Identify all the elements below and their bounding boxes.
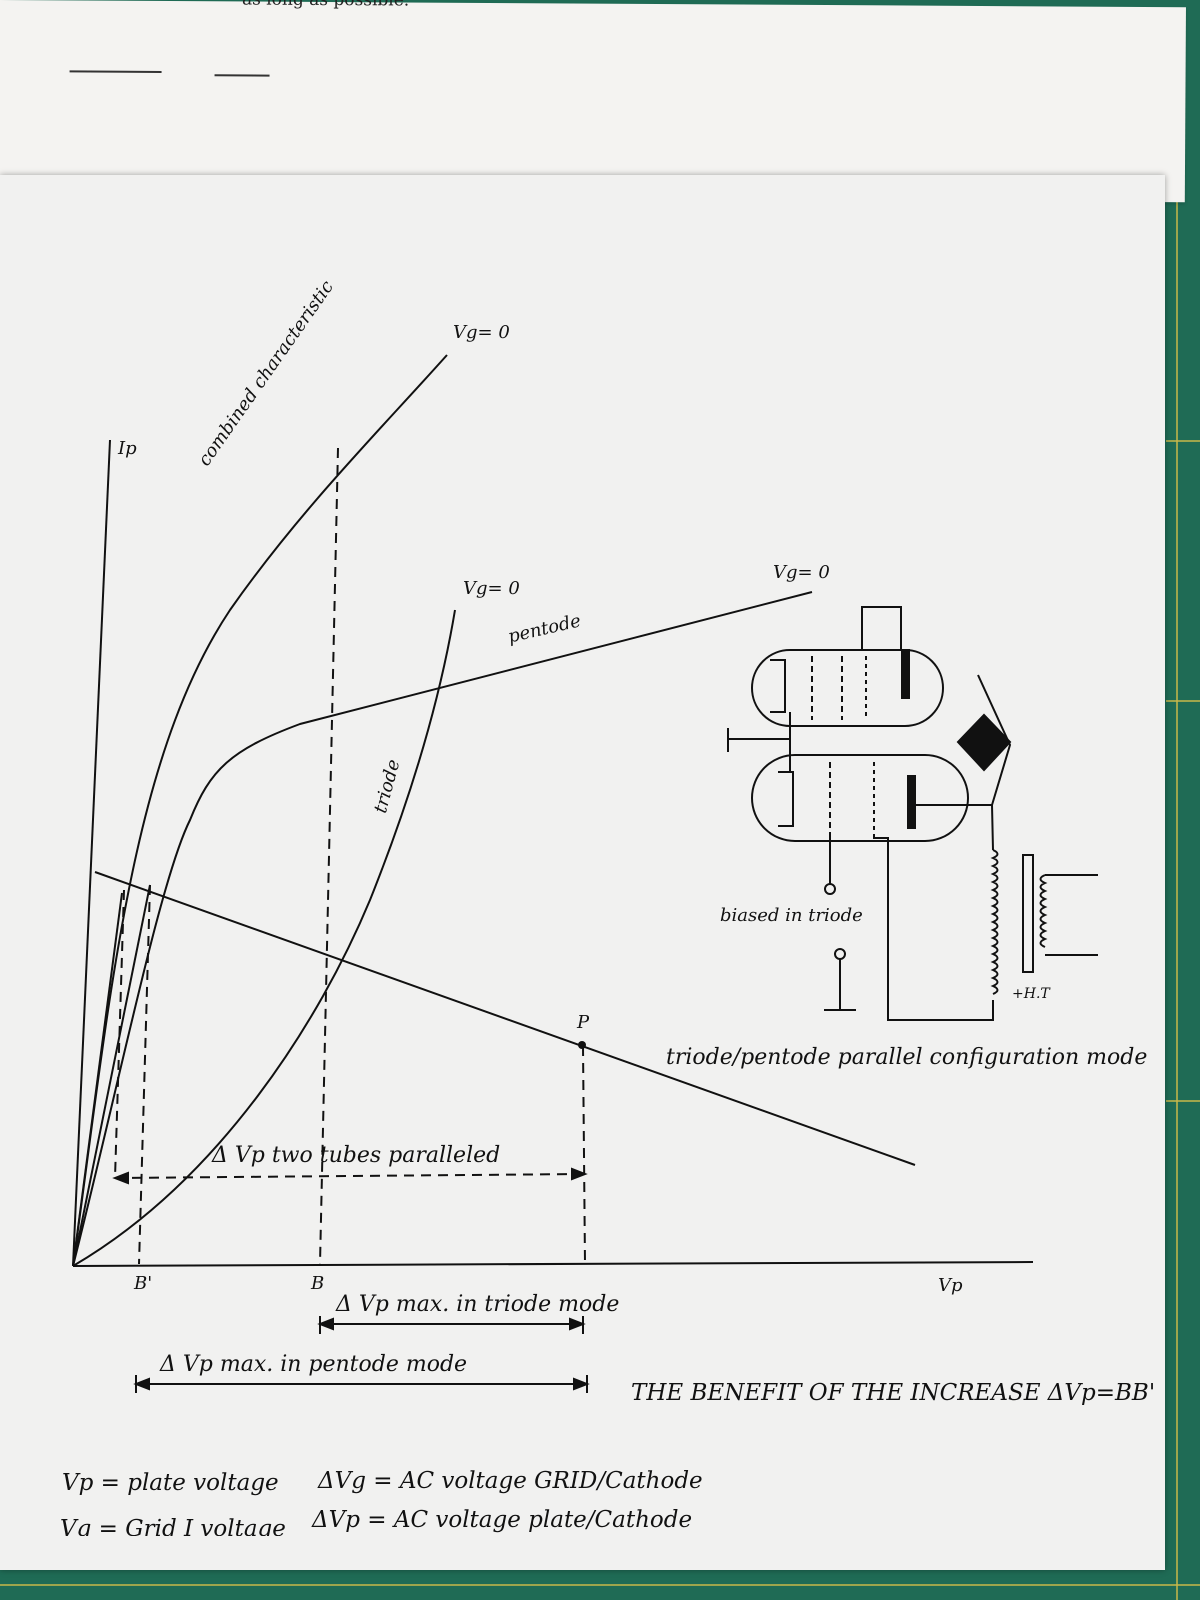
triode-vg-label: Vg= 0: [463, 578, 520, 599]
p-dashed-projection: [582, 1045, 586, 1265]
ip-axis: [72, 439, 111, 1267]
combined-knee-line: [72, 892, 123, 1267]
screen-connection: [861, 606, 902, 650]
primary-winding: [990, 849, 999, 995]
pentode-plate: [901, 649, 910, 699]
ht-label: +H.T: [1012, 986, 1050, 1002]
benefit-heading: THE BENEFIT OF THE INCREASE ΔVp=BB': [631, 1380, 1156, 1406]
vp-axis: [72, 1261, 1034, 1267]
two-tubes-span-line: [114, 1173, 586, 1179]
triode-arrow-head: [317, 1317, 334, 1331]
pentode-cathode: [770, 659, 786, 713]
vp-axis-label: Vp: [938, 1275, 963, 1296]
two-tubes-arrow-head: [112, 1171, 129, 1185]
legend-vp: Vp = plate voltage: [62, 1470, 279, 1496]
board-grid-line: [1166, 1100, 1200, 1102]
pentode-curve: [72, 591, 813, 1267]
b-dashed-projection: [319, 447, 339, 1265]
legend-delta-vg: ΔVg = AC voltage GRID/Cathode: [318, 1468, 703, 1494]
secondary-winding: [1039, 874, 1048, 948]
legend-delta-vp: ΔVp = AC voltage plate/Cathode: [312, 1507, 693, 1533]
board-grid-line: [1166, 700, 1200, 702]
two-tubes-span-label: Δ Vp two tubes paralleled: [212, 1143, 501, 1168]
triode-mode-span-label: Δ Vp max. in triode mode: [336, 1292, 620, 1317]
pentode-arrow-head: [133, 1377, 150, 1391]
p-point-label: P: [577, 1012, 590, 1033]
diagram-paper-sheet: [0, 175, 1165, 1570]
board-grid-line: [1166, 440, 1200, 442]
configuration-caption: triode/pentode parallel configuration mo…: [666, 1045, 1148, 1070]
b-prime-label: B': [134, 1273, 153, 1294]
load-line: [94, 871, 916, 1166]
rectifier-diode: [956, 713, 1012, 772]
pentode-arrow-head: [573, 1377, 590, 1391]
pentode-knee-line: [72, 884, 151, 1267]
return-wire: [873, 834, 994, 1021]
plate-wire: [977, 674, 1012, 851]
two-tubes-arrow-head: [571, 1167, 588, 1181]
triode-tube-envelope: [751, 754, 969, 842]
pentode-vg-label: Vg= 0: [773, 562, 830, 583]
biased-in-triode-label: biased in triode: [720, 905, 863, 926]
triode-cathode: [778, 771, 794, 827]
combined-vg-label: Vg= 0: [453, 322, 510, 343]
b-prime-dashed-projection-2: [114, 889, 125, 1179]
ip-axis-label: Ip: [118, 438, 137, 459]
transformer-core: [1022, 854, 1034, 973]
board-grid-line: [0, 1584, 1200, 1586]
legend-vg: Vg = Grid I voltage: [60, 1516, 286, 1536]
grid-terminal: [824, 883, 836, 895]
operating-point-p: [578, 1041, 586, 1049]
board-grid-line: [1176, 200, 1178, 1600]
b-label: B: [311, 1273, 325, 1294]
triode-arrow-head: [569, 1317, 586, 1331]
pentode-mode-span-label: Δ Vp max. in pentode mode: [160, 1352, 468, 1377]
pentode-tube-envelope: [751, 649, 944, 727]
b-prime-dashed-projection: [138, 884, 151, 1265]
lower-terminal: [834, 948, 846, 960]
triode-plate: [907, 775, 916, 829]
tube-schematic: [727, 606, 1098, 1021]
